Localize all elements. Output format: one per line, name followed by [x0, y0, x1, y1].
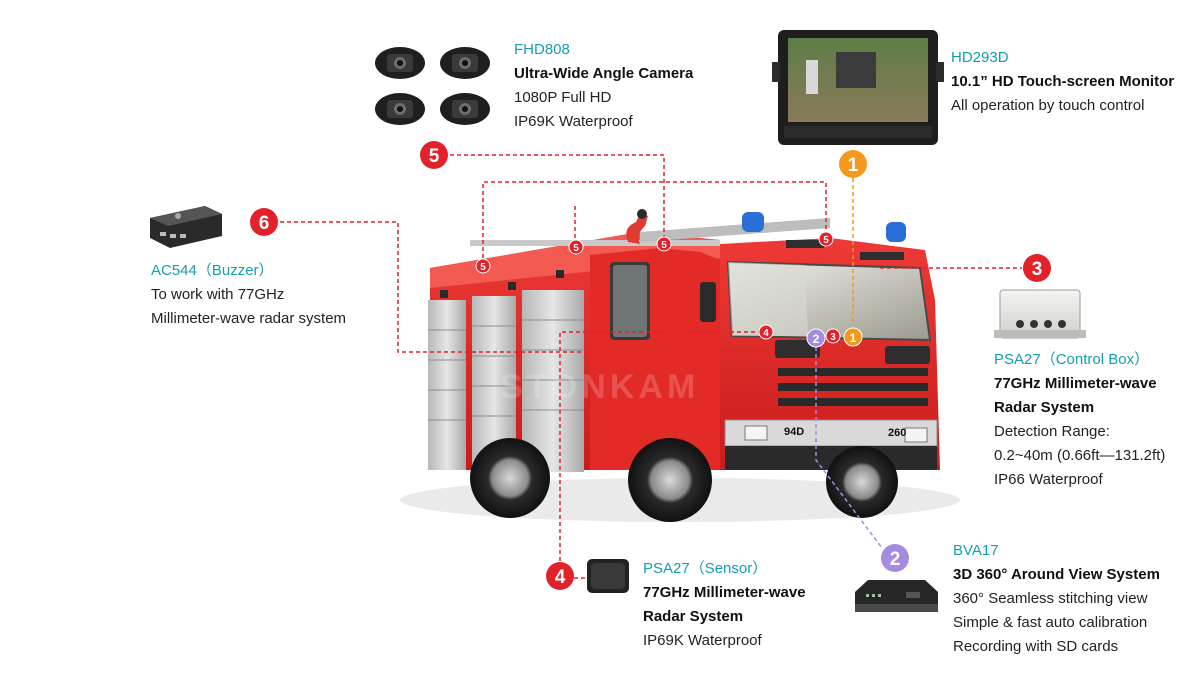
- sensor-image: [587, 559, 629, 593]
- badge-five-large: 5: [420, 141, 448, 169]
- wheel-front: [826, 446, 898, 518]
- svg-text:5: 5: [429, 146, 440, 167]
- sensor-name: Radar System: [643, 608, 744, 625]
- badge-two-large: 2: [881, 544, 909, 572]
- around-view-spec: Recording with SD cards: [953, 638, 1119, 655]
- badge-one-small: 1: [843, 327, 863, 347]
- sensor-model: PSA27（Sensor）: [643, 560, 768, 577]
- svg-text:4: 4: [555, 567, 566, 588]
- svg-text:5: 5: [661, 240, 667, 251]
- badge-three-small: 3: [825, 328, 841, 344]
- control-box-spec: IP66 Waterproof: [994, 471, 1103, 488]
- monitor-name: 10.1” HD Touch-screen Monitor: [951, 73, 1175, 90]
- svg-text:6: 6: [259, 213, 270, 234]
- sensor-info: PSA27（Sensor） 77GHz Millimeter-wave Rada…: [643, 557, 806, 653]
- monitor-model: HD293D: [951, 49, 1009, 66]
- buzzer-spec: Millimeter-wave radar system: [151, 310, 347, 327]
- around-view-spec: Simple & fast auto calibration: [953, 614, 1148, 631]
- sensor-name: 77GHz Millimeter-wave: [643, 584, 806, 601]
- around-view-info: BVA17 3D 360° Around View System 360° Se…: [953, 539, 1160, 659]
- wheel-middle: [628, 438, 712, 522]
- badge-three-large: 3: [1023, 254, 1051, 282]
- badge-six-large: 6: [250, 208, 278, 236]
- svg-text:3: 3: [830, 332, 836, 343]
- buzzer-model: AC544（Buzzer）: [151, 262, 274, 279]
- camera-info: FHD808 Ultra-Wide Angle Camera 1080P Ful…: [514, 38, 693, 134]
- connector-lines-red: [280, 154, 1022, 579]
- badge-four-large: 4: [546, 562, 574, 590]
- badge-five-small-left: 5: [568, 239, 584, 255]
- connector-line-around-view: [815, 340, 883, 549]
- camera-name: Ultra-Wide Angle Camera: [514, 65, 694, 82]
- svg-text:4: 4: [763, 328, 769, 339]
- svg-text:3: 3: [1032, 259, 1043, 280]
- camera-spec: 1080P Full HD: [514, 89, 612, 106]
- wheel-rear: [470, 438, 550, 518]
- truck-plate-left: 94D: [784, 426, 804, 438]
- control-box-name: 77GHz Millimeter-wave: [994, 375, 1157, 392]
- badge-five-small-mid: 5: [656, 236, 672, 252]
- camera-image: [375, 47, 490, 125]
- buzzer-info: AC544（Buzzer） To work with 77GHz Millime…: [151, 259, 346, 331]
- svg-text:5: 5: [573, 243, 579, 254]
- svg-text:1: 1: [850, 331, 857, 345]
- svg-text:2: 2: [813, 332, 820, 346]
- around-view-model: BVA17: [953, 542, 999, 559]
- truck-plate-right: 260: [888, 427, 906, 439]
- control-box-name: Radar System: [994, 399, 1095, 416]
- monitor-info: HD293D 10.1” HD Touch-screen Monitor All…: [951, 46, 1174, 118]
- monitor-image: [772, 30, 944, 145]
- badge-one-large: 1: [839, 150, 867, 178]
- watermark: STONKAM: [500, 368, 699, 406]
- svg-text:5: 5: [823, 235, 829, 246]
- around-view-box-image: [855, 580, 938, 612]
- camera-model: FHD808: [514, 41, 570, 58]
- buzzer-image: [150, 206, 222, 248]
- svg-text:1: 1: [848, 155, 859, 176]
- badge-two-small: 2: [806, 328, 826, 348]
- badge-five-small-rear: 5: [475, 258, 491, 274]
- badge-four-small: 4: [758, 324, 774, 340]
- fire-truck: 94D 260 STONKAM: [400, 209, 960, 522]
- camera-spec: IP69K Waterproof: [514, 113, 633, 130]
- control-box-model: PSA27（Control Box）: [994, 351, 1150, 368]
- buzzer-spec: To work with 77GHz: [151, 286, 285, 303]
- control-box-info: PSA27（Control Box） 77GHz Millimeter-wave…: [994, 348, 1165, 492]
- badge-five-small-front: 5: [818, 231, 834, 247]
- control-box-image: [994, 289, 1086, 339]
- monitor-spec: All operation by touch control: [951, 97, 1145, 114]
- sensor-spec: IP69K Waterproof: [643, 632, 762, 649]
- around-view-name: 3D 360° Around View System: [953, 566, 1160, 583]
- svg-text:2: 2: [890, 549, 901, 570]
- control-box-spec: Detection Range:: [994, 423, 1110, 440]
- control-box-spec: 0.2~40m (0.66ft—131.2ft): [994, 447, 1166, 464]
- around-view-spec: 360° Seamless stitching view: [953, 590, 1148, 607]
- svg-text:5: 5: [480, 262, 486, 273]
